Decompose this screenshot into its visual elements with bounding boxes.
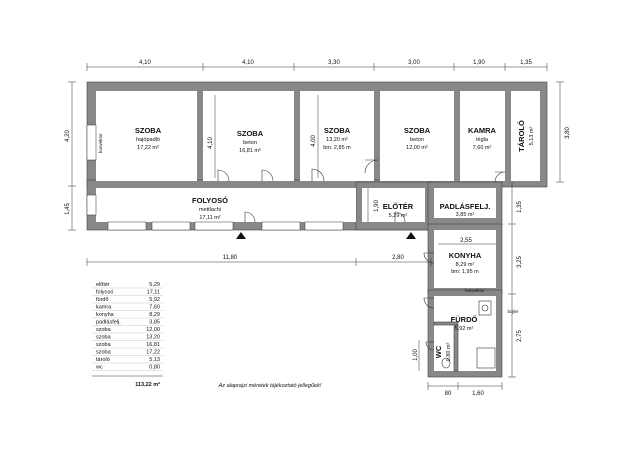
table-row-name: fürdő	[96, 297, 109, 303]
room-labels: SZOBA hajópadló 17,22 m² SZOBA beton 16,…	[98, 120, 535, 361]
room-furdo-name: FÜRDŐ	[451, 315, 478, 324]
dim-inner-400: 4,00	[311, 135, 317, 147]
room-kamra-name: KAMRA	[468, 126, 496, 135]
table-row-name: előtér	[96, 282, 110, 288]
table-row-name: szoba	[96, 342, 112, 348]
room-szoba-3-height: bm: 2,85 m	[323, 145, 351, 151]
table-row-value: 0,80	[149, 365, 160, 371]
dim-inner-255: 2,55	[460, 238, 472, 244]
table-row-value: 12,00	[146, 327, 160, 333]
table-row-name: szoba	[96, 335, 112, 341]
room-szoba-2-area: 16,81 m²	[239, 148, 261, 154]
dim-top-1: 4,10	[139, 60, 151, 66]
room-kamra-area: 7,60 m²	[473, 145, 492, 151]
dim-top-6: 1,35	[520, 60, 532, 66]
room-kamra-floor: tégla	[476, 137, 489, 143]
dim-top-2: 4,10	[242, 60, 254, 66]
room-szoba-1-area: 17,22 m²	[137, 145, 159, 151]
room-szoba-4-area: 12,00 m²	[406, 145, 428, 151]
area-total: 113,22 m²	[135, 381, 160, 388]
table-row-name: kamra	[96, 305, 112, 311]
dim-top-4: 3,00	[408, 60, 420, 66]
table-row-value: 7,60	[149, 305, 160, 311]
room-tarolo-name: TÁROLÓ	[517, 120, 526, 152]
bath-fixtures	[441, 300, 496, 369]
table-row-name: konyha	[96, 312, 115, 318]
room-konyha-height: bm: 1,95 m	[451, 269, 479, 275]
dim-left-upper: 4,20	[65, 130, 71, 142]
dim-right-mid: 1,35	[517, 201, 523, 213]
room-wc-name: WC	[434, 345, 443, 358]
room-konyha-name: KONYHA	[449, 251, 482, 260]
room-szoba-3-name: SZOBA	[324, 126, 351, 135]
dim-top-3: 3,30	[328, 60, 340, 66]
table-row-value: 16,81	[146, 342, 160, 348]
table-row-value: 5,92	[149, 297, 160, 303]
table-row-value: 17,22	[146, 350, 160, 356]
room-tarolo-area: 5,13 m²	[529, 127, 535, 146]
table-row-value: 3,85	[149, 320, 160, 326]
table-row-value: 5,13	[149, 357, 160, 363]
table-row-name: folyosó	[96, 290, 113, 296]
table-row-value: 13,20	[146, 335, 160, 341]
dim-inner-190: 1,90	[374, 200, 380, 212]
room-folyoso-area: 17,11 m²	[199, 215, 220, 221]
area-table: előtér 5,29 folyosó 17,11 fürdő 5,92 kamra 7,60…	[92, 282, 163, 371]
room-folyoso-name: FOLYOSÓ	[192, 196, 228, 205]
room-konyha-area: 8,29 m²	[456, 262, 475, 268]
table-row-name: szoba	[96, 327, 112, 333]
dim-bottom-short: 2,80	[392, 255, 404, 261]
room-furdo-area: 5,92 m²	[455, 326, 474, 332]
room-padlasfelj-name: PADLÁSFELJ.	[440, 202, 491, 211]
dim-right-upper: 3,80	[565, 127, 571, 139]
corridor-windows	[86, 124, 344, 231]
dimension-labels: 4,10 4,10 3,30 3,00 1,90 1,35 4,20 1,45 …	[65, 60, 571, 397]
room-szoba-3-area: 13,20 m²	[326, 137, 348, 143]
dim-inner-100: 1,00	[413, 349, 419, 361]
room-wc-area: 0,80 m²	[446, 343, 452, 362]
dim-bottom-main: 11,80	[223, 255, 238, 261]
dim-bottom-160: 1,60	[472, 391, 484, 397]
dim-left-lower: 1,45	[65, 203, 71, 215]
konvektor-label-1: konvektor	[98, 133, 103, 153]
table-row-name: tároló	[96, 357, 110, 363]
dim-inner-410: 4,10	[208, 137, 214, 149]
room-padlasfelj-area: 3,85 m²	[456, 212, 475, 218]
dim-right-kitchen: 3,25	[517, 256, 523, 268]
entrance-marker	[406, 232, 416, 239]
table-row-value: 8,29	[149, 312, 160, 318]
table-row-value: 5,29	[149, 282, 160, 288]
room-folyoso-floor: mettlachi	[199, 207, 221, 213]
room-szoba-4-name: SZOBA	[404, 126, 431, 135]
table-row-value: 17,11	[147, 290, 160, 296]
room-szoba-1-floor: hajópadló	[136, 137, 160, 143]
room-szoba-1-name: SZOBA	[135, 126, 162, 135]
room-szoba-2-name: SZOBA	[237, 129, 264, 138]
dimension-lines	[68, 63, 564, 390]
bojler-label: bojler	[507, 309, 519, 314]
note-text: Az alaprajzi méretek tájékoztató jellegű…	[218, 383, 322, 389]
table-row-name: wc	[95, 365, 103, 371]
dim-bottom-80: 80	[445, 391, 452, 397]
room-eloter-area: 5,29 m²	[389, 213, 408, 219]
entrance-marker	[236, 232, 246, 239]
dim-top-5: 1,90	[473, 60, 485, 66]
konvektor-label-2: konvektor	[465, 288, 485, 293]
room-szoba-2-floor: beton	[243, 140, 257, 146]
doors	[217, 159, 506, 351]
dim-right-bath: 2,75	[517, 330, 523, 342]
table-row-name: padlásfelj.	[96, 320, 121, 326]
room-szoba-4-floor: beton	[410, 137, 424, 143]
table-row-name: szoba	[96, 350, 112, 356]
room-eloter-name: ELŐTÉR	[383, 202, 414, 211]
